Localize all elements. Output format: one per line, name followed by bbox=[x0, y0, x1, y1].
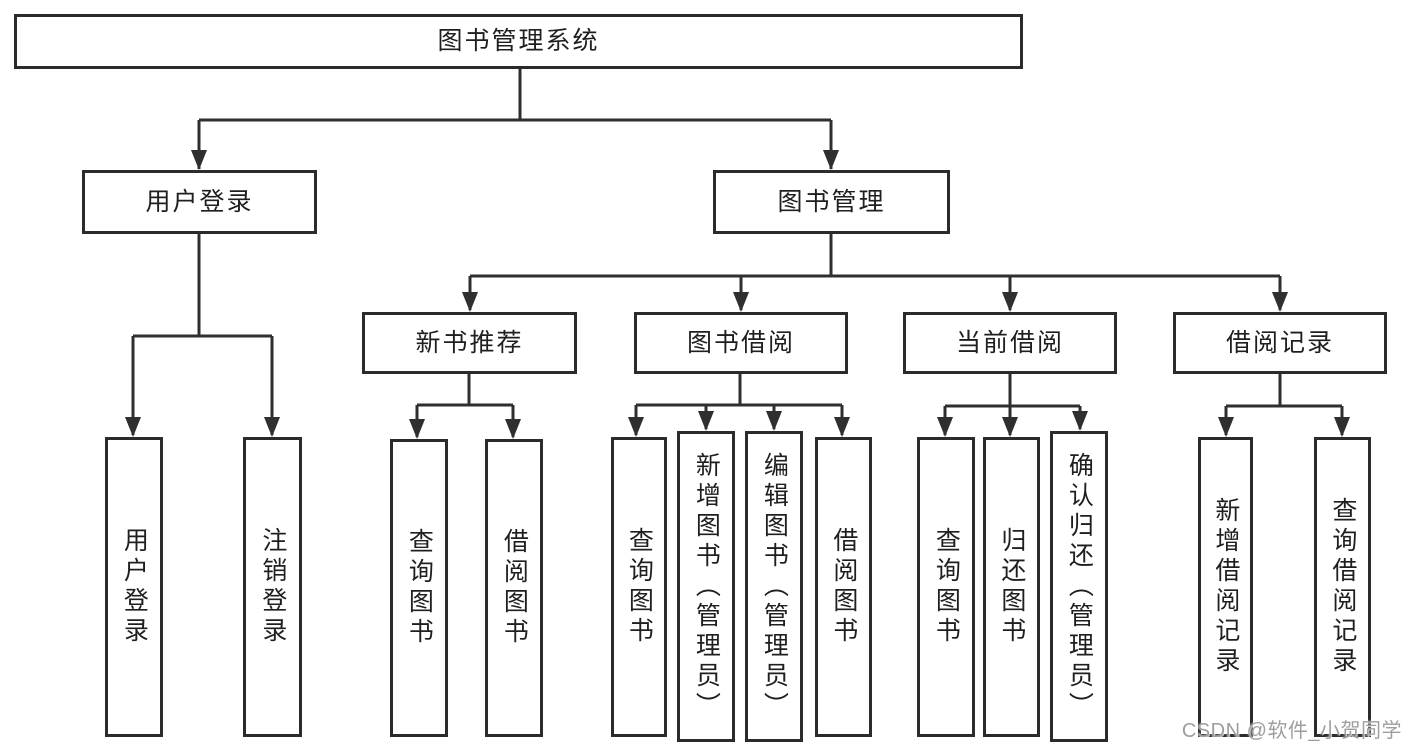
node-label: 图书借阅 bbox=[686, 328, 795, 357]
arrowhead bbox=[628, 417, 644, 437]
arrowhead bbox=[1218, 417, 1234, 437]
leaf-edit-books-admin: 编辑图书（管理员） bbox=[745, 431, 803, 742]
leaf-borrow-books: 借阅图书 bbox=[815, 437, 872, 737]
node-label: 查询图书 bbox=[625, 527, 654, 647]
arrowhead bbox=[125, 417, 141, 437]
node-label: 图书管理系统 bbox=[437, 27, 600, 56]
arrowhead bbox=[1072, 411, 1088, 431]
node-book-management: 图书管理 bbox=[713, 170, 950, 234]
connector-new-book-children bbox=[415, 374, 515, 437]
node-label: 借阅图书 bbox=[500, 528, 529, 648]
leaf-add-books-admin: 新增图书（管理员） bbox=[677, 431, 735, 742]
node-label: 用户登录 bbox=[120, 527, 149, 647]
node-library-management-system: 图书管理系统 bbox=[14, 14, 1023, 69]
arrowhead bbox=[834, 417, 850, 437]
leaf-return-books: 归还图书 bbox=[983, 437, 1040, 737]
arrowhead bbox=[766, 411, 782, 431]
arrowhead bbox=[1002, 292, 1018, 312]
connector-user-login-children bbox=[131, 234, 274, 435]
node-label: 新书推荐 bbox=[415, 328, 524, 357]
connector-borrow-records-children bbox=[1224, 374, 1344, 435]
node-user-login-branch: 用户登录 bbox=[82, 170, 317, 234]
arrowhead bbox=[1334, 417, 1350, 437]
arrowhead bbox=[462, 292, 478, 312]
node-borrow-records: 借阅记录 bbox=[1173, 312, 1387, 374]
node-label: 图书管理 bbox=[777, 187, 886, 216]
node-label: 归还图书 bbox=[997, 527, 1026, 647]
arrowhead bbox=[1272, 292, 1288, 312]
node-book-borrowing: 图书借阅 bbox=[634, 312, 848, 374]
node-label: 查询图书 bbox=[932, 527, 961, 647]
leaf-borrow-books-recommend: 借阅图书 bbox=[485, 439, 543, 737]
leaf-search-borrow-record: 查询借阅记录 bbox=[1314, 437, 1371, 737]
arrowhead bbox=[823, 150, 839, 170]
arrowhead bbox=[264, 417, 280, 437]
arrowhead bbox=[698, 411, 714, 431]
leaf-search-books-recommend: 查询图书 bbox=[390, 439, 448, 737]
node-label: 借阅记录 bbox=[1225, 328, 1334, 357]
leaf-add-borrow-record: 新增借阅记录 bbox=[1198, 437, 1253, 737]
connector-book-mgmt-to-level3 bbox=[468, 234, 1282, 310]
node-label: 用户登录 bbox=[145, 187, 254, 216]
node-label: 查询借阅记录 bbox=[1328, 497, 1357, 677]
arrowhead bbox=[937, 417, 953, 437]
arrowhead bbox=[409, 419, 425, 439]
leaf-search-books-current: 查询图书 bbox=[917, 437, 975, 737]
connector-root-to-level2 bbox=[197, 69, 833, 169]
node-current-borrowing: 当前借阅 bbox=[903, 312, 1117, 374]
leaf-confirm-return-admin: 确认归还（管理员） bbox=[1050, 431, 1108, 742]
node-label: 查询图书 bbox=[405, 528, 434, 648]
connector-book-borrow-children bbox=[634, 374, 844, 435]
node-new-book-recommendation: 新书推荐 bbox=[362, 312, 577, 374]
leaf-search-books-borrowing: 查询图书 bbox=[611, 437, 667, 737]
leaf-user-login: 用户登录 bbox=[105, 437, 163, 737]
arrowhead bbox=[733, 292, 749, 312]
node-label: 确认归还（管理员） bbox=[1065, 451, 1094, 722]
node-label: 当前借阅 bbox=[955, 328, 1064, 357]
node-label: 新增图书（管理员） bbox=[692, 451, 721, 722]
node-label: 借阅图书 bbox=[829, 527, 858, 647]
arrowhead bbox=[1002, 417, 1018, 437]
arrowhead bbox=[191, 150, 207, 170]
arrowhead bbox=[505, 419, 521, 439]
node-label: 编辑图书（管理员） bbox=[760, 451, 789, 722]
node-label: 注销登录 bbox=[258, 527, 287, 647]
leaf-logout: 注销登录 bbox=[243, 437, 302, 737]
watermark: CSDN @软件_小贺同学 bbox=[1181, 720, 1402, 742]
node-label: 新增借阅记录 bbox=[1211, 497, 1240, 677]
